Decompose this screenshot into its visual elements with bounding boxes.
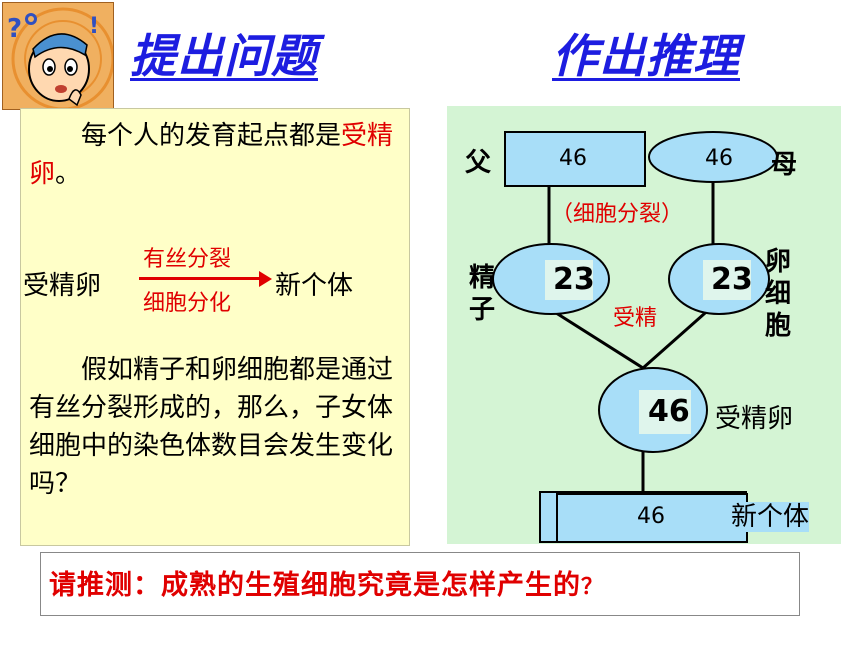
father-chromosome-value: 46	[559, 146, 587, 171]
new-individual-label: 新个体	[731, 502, 810, 532]
zygote-value-bg	[639, 390, 691, 434]
equation-mitosis-label: 有丝分裂	[143, 247, 232, 272]
inheritance-diagram	[492, 131, 778, 543]
thinking-cartoon: ? !	[2, 2, 114, 110]
mother-cell	[648, 131, 778, 183]
sperm-label: 精子	[468, 263, 495, 325]
father-cell	[504, 131, 646, 187]
title-make-inference: 作出推理	[552, 29, 740, 83]
guess-question: 请推测：成熟的生殖细胞究竟是怎样产生的？	[49, 570, 605, 601]
egg-cell-label: 卵细胞	[764, 247, 791, 341]
inference-panel: 父 母 46 46 （细胞分裂） 精子 卵细胞 23 23 受精 46 受精卵 …	[447, 106, 841, 544]
line-egg-zygote	[642, 304, 714, 370]
sperm-chromosome-value: 23	[553, 262, 595, 297]
line-sperm-zygote	[552, 309, 644, 370]
svg-text:!: !	[89, 14, 99, 39]
paragraph-hypothesis: 假如精子和卵细胞都是通过有丝分裂形成的，那么，子女体细胞中的染色体数目会发生变化…	[29, 355, 394, 499]
equation-zygote: 受精卵	[23, 271, 102, 301]
question-panel: 每个人的发育起点都是受精卵。 受精卵 有丝分裂 细胞分化 新个体 假如精子和卵细…	[20, 108, 410, 546]
paragraph-development-origin: 每个人的发育起点都是受精卵。	[29, 121, 394, 189]
svg-text:?: ?	[7, 14, 22, 44]
sperm-value-bg	[545, 260, 593, 300]
arrow-right-icon	[259, 271, 272, 287]
mother-chromosome-value: 46	[705, 146, 733, 171]
zygote-label: 受精卵	[715, 404, 794, 434]
thinking-face-icon: ? !	[7, 7, 113, 109]
fertilization-label: 受精	[613, 306, 658, 331]
cell-division-label: （细胞分裂）	[551, 202, 684, 227]
equation-new-individual: 新个体	[275, 271, 354, 301]
new-individual-chromosome-value: 46	[637, 504, 665, 529]
father-label: 父	[465, 148, 492, 178]
equation-arrow	[139, 277, 265, 280]
new-individual-cell	[556, 493, 748, 543]
egg-value-bg	[703, 260, 751, 300]
egg-chromosome-value: 23	[711, 262, 753, 297]
zygote-chromosome-value: 46	[648, 394, 690, 429]
title-raise-question: 提出问题	[130, 29, 318, 83]
highlight-zygote: 受精卵	[29, 121, 394, 189]
question-box: 请推测：成熟的生殖细胞究竟是怎样产生的？	[40, 552, 800, 616]
equation-differentiation-label: 细胞分化	[143, 291, 232, 316]
mother-label: 母	[771, 150, 798, 180]
